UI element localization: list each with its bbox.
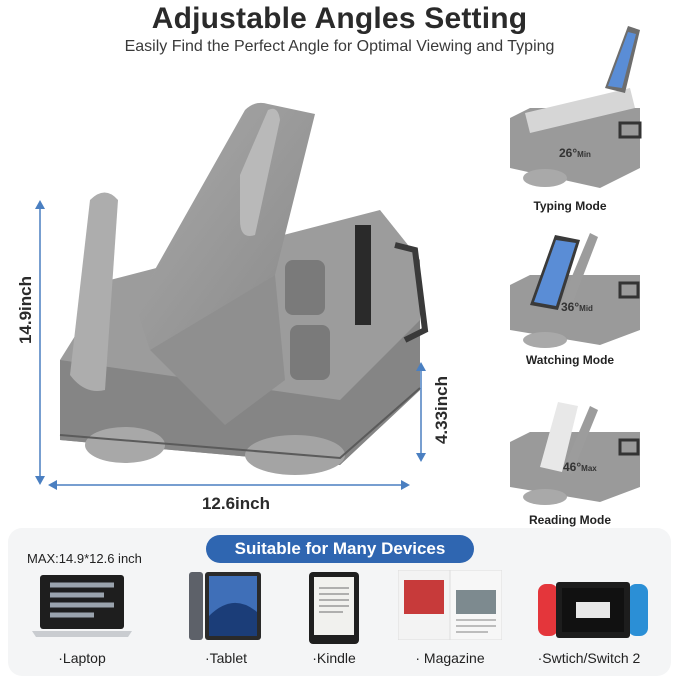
game-console-icon [538,582,648,638]
height-dimension-label: 14.9inch [16,275,35,345]
device-label-laptop: ·Laptop [58,650,106,666]
height-dimension-arrow [35,200,45,485]
device-label-magazine: · Magazine [415,650,485,666]
typing-mode-label: Typing Mode [533,199,607,213]
reading-angle: 46°Max [563,460,597,474]
width-dimension-arrow [48,480,410,490]
watching-angle: 36°Mid [561,300,593,314]
magazine-icon [398,570,502,640]
tablet-icon [189,572,261,640]
thickness-dimension-label: 4.33inch [432,375,451,445]
page-subtitle: Easily Find the Perfect Angle for Optima… [124,38,555,55]
kindle-icon [309,572,359,644]
reading-mode-illustration [510,402,640,505]
thickness-dimension-arrow [416,362,426,462]
typing-angle: 26°Min [559,146,591,160]
device-label-tablet: ·Tablet [204,650,248,666]
device-label-kindle: ·Kindle [312,650,356,666]
devices-heading: Suitable for Many Devices [206,535,474,563]
watching-mode-label: Watching Mode [525,353,615,367]
device-label-switch: ·Swtich/Switch 2 [537,650,641,666]
width-dimension-label: 12.6inch [201,494,271,513]
watching-mode-illustration [510,233,640,348]
reading-mode-label: Reading Mode [528,513,611,527]
max-size-label: MAX:14.9*12.6 inch [27,551,142,566]
page-title: Adjustable Angles Setting [151,2,528,35]
main-product-illustration [59,102,429,475]
laptop-icon [32,575,132,637]
typing-mode-illustration [510,26,642,188]
